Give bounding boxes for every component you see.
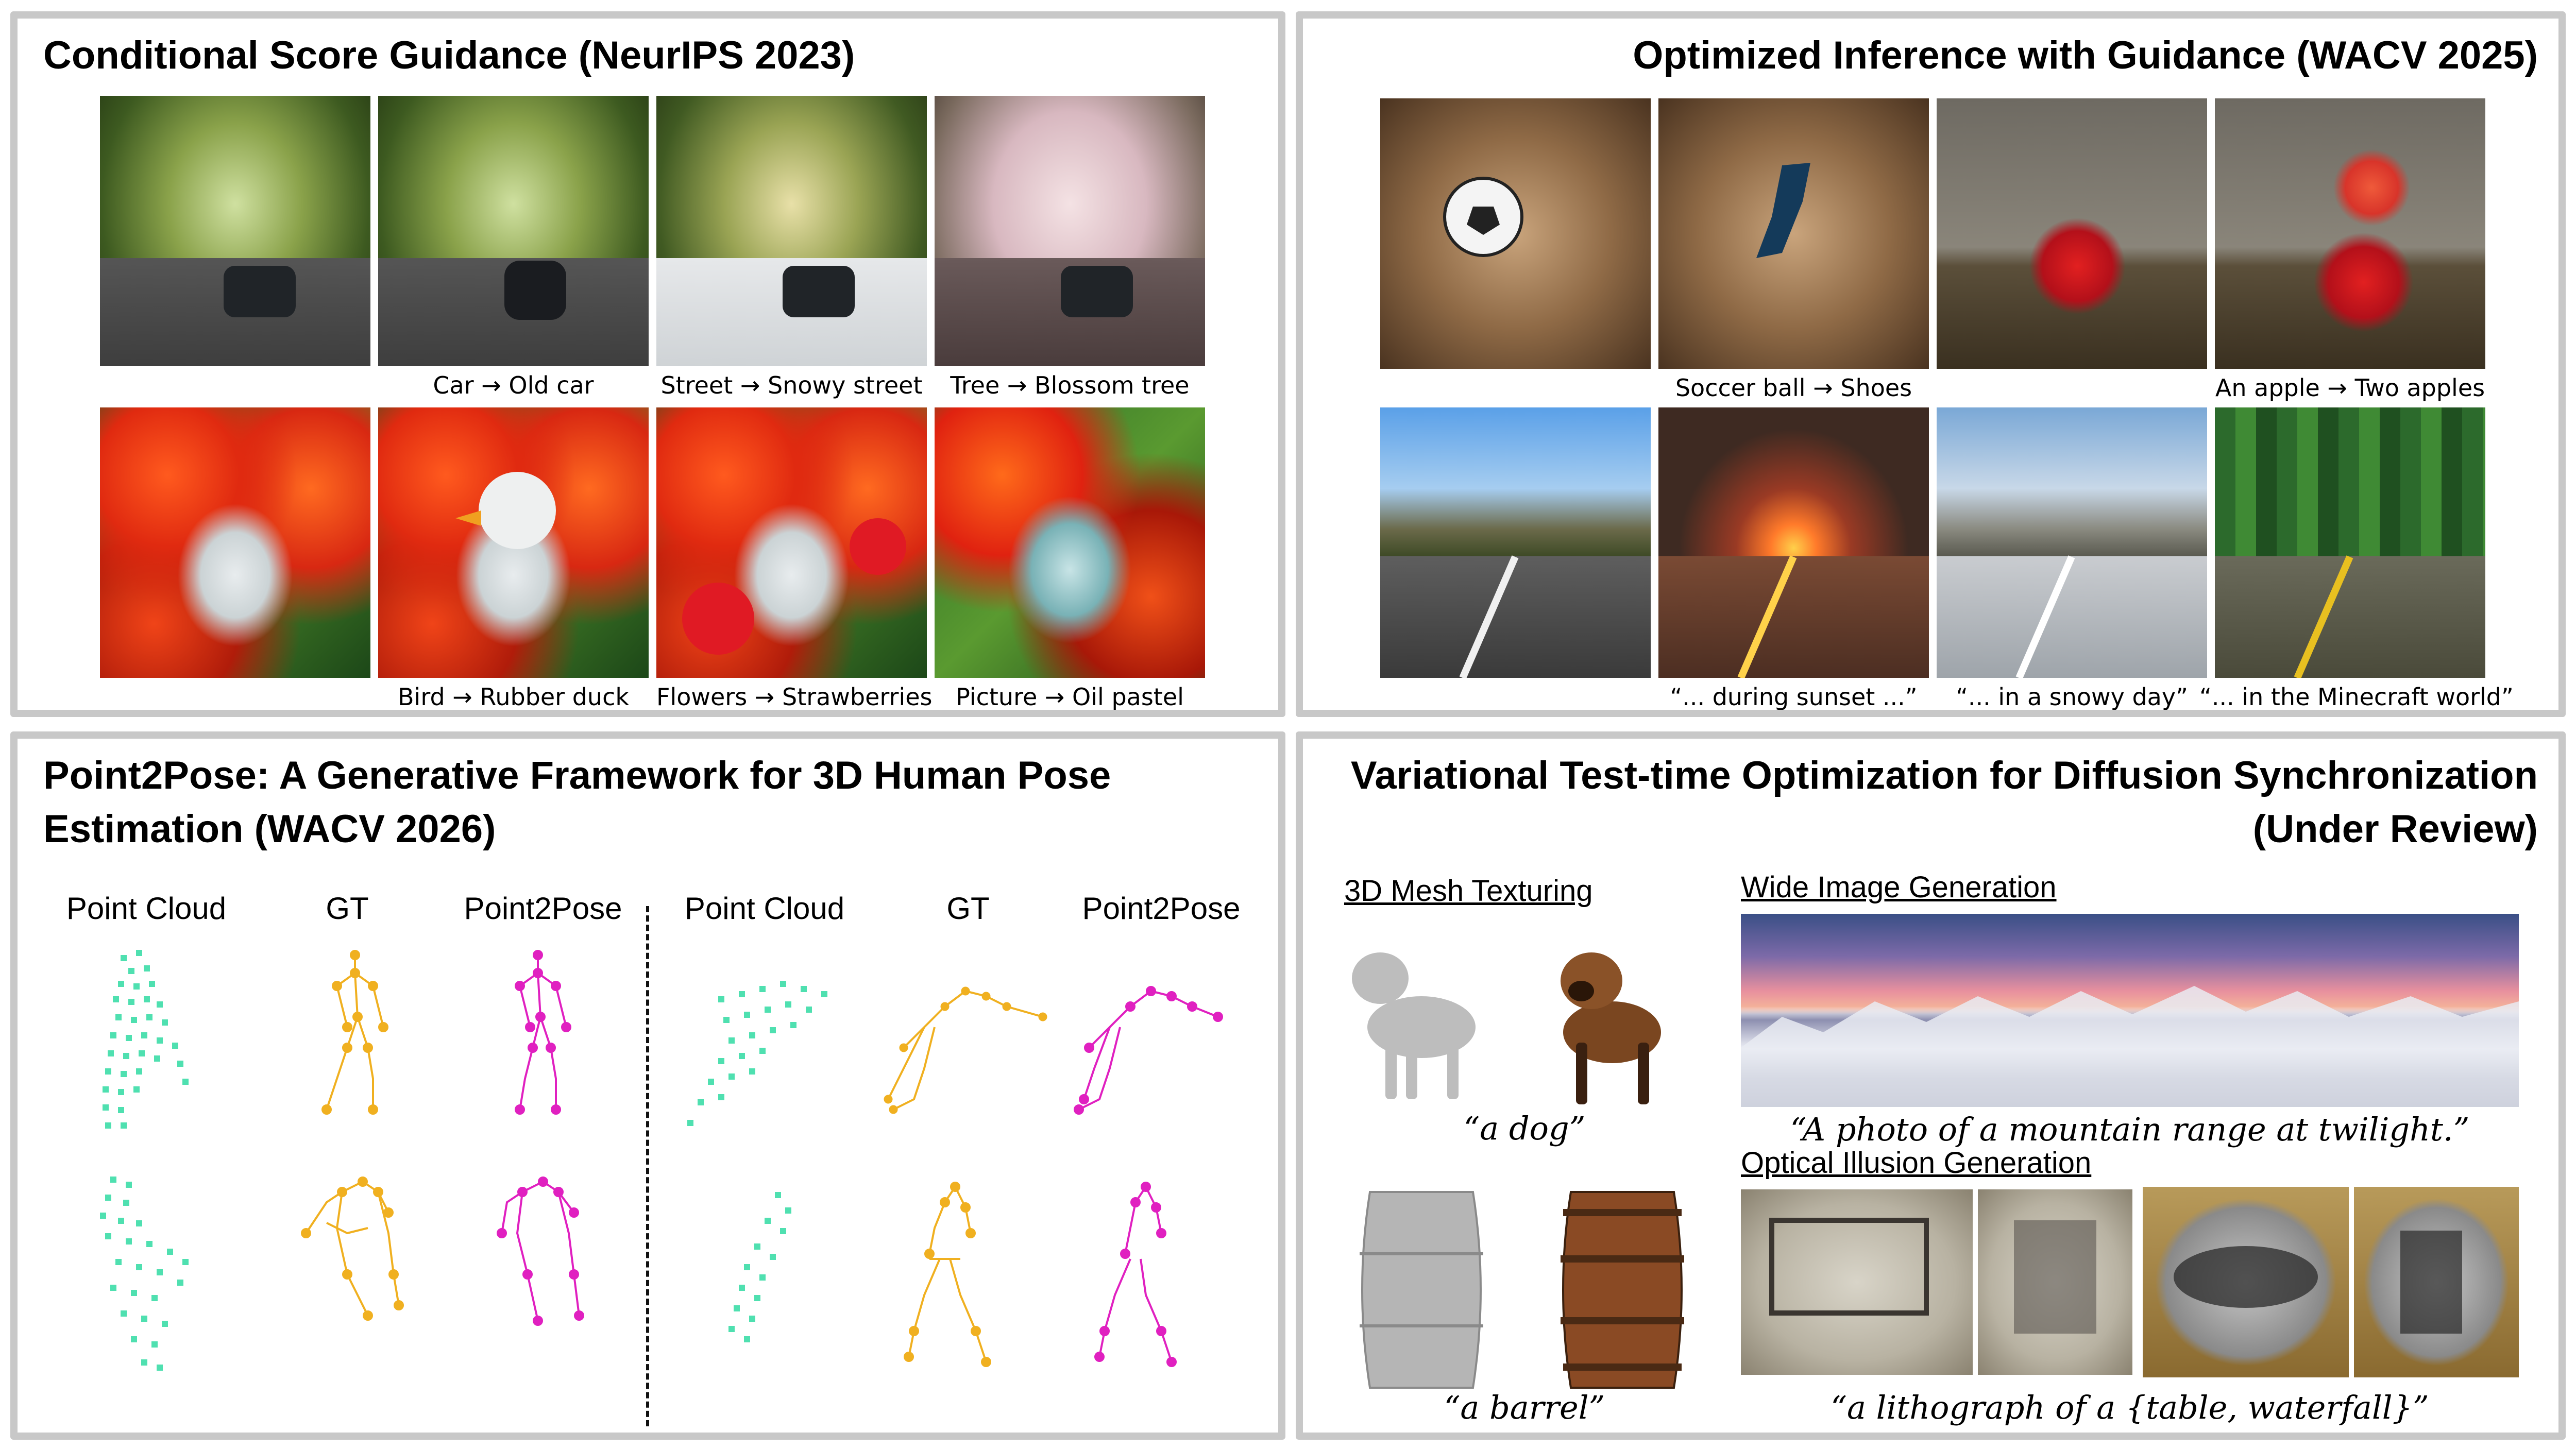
car-original-image	[100, 96, 370, 366]
sketch-framed-waterfall	[2400, 1231, 2462, 1334]
caption-minecraft: “... in the Minecraft world”	[2199, 683, 2514, 711]
snowy-street-image	[656, 96, 927, 366]
column-header-point2pose: Point2Pose	[464, 891, 622, 926]
gt-skeleton-sitting	[301, 1177, 404, 1321]
caption-mountain: “A photo of a mountain range at twilight…	[1790, 1111, 2470, 1148]
road-line	[2015, 555, 2075, 678]
caption-old-car: Car → Old car	[433, 371, 594, 399]
column-header-point-cloud-2: Point Cloud	[684, 891, 845, 926]
point-cloud-standing	[103, 950, 189, 1129]
pred-skeleton-walking	[1094, 1182, 1177, 1367]
caption-barrel: “a barrel”	[1444, 1389, 1605, 1426]
panel-title: Conditional Score Guidance (NeurIPS 2023…	[43, 33, 855, 77]
caption-sunset: “... during sunset ...”	[1670, 683, 1918, 711]
panel-variational-tto: Variational Test-time Optimization for D…	[1296, 731, 2566, 1440]
pred-skeleton-sitting	[497, 1177, 584, 1326]
panel-title-line2: (Under Review)	[2252, 807, 2538, 851]
caption-snowy-day: “... in a snowy day”	[1956, 683, 2188, 711]
car-shape-blossom	[1061, 266, 1133, 317]
panel-title-line1: Variational Test-time Optimization for D…	[1350, 754, 2538, 797]
sketch-framed-table	[2174, 1246, 2318, 1308]
strawberry-overlay	[682, 518, 906, 655]
strawberry-shape	[850, 518, 906, 575]
duck-head	[479, 472, 556, 549]
panel-point2pose: Point2Pose: A Generative Framework for 3…	[10, 731, 1285, 1440]
one-apple-image	[1937, 98, 2207, 369]
panel-conditional-score-guidance: Conditional Score Guidance (NeurIPS 2023…	[10, 11, 1285, 717]
car-shape	[224, 266, 296, 317]
barrel-textured-icon	[1561, 1191, 1684, 1389]
point-cloud-reaching	[687, 981, 827, 1126]
column-header-gt-2: GT	[946, 891, 990, 926]
car-overlays	[224, 261, 1133, 320]
caption-dog: “a dog”	[1463, 1110, 1586, 1147]
caption-rubber-duck: Bird → Rubber duck	[398, 683, 629, 711]
point-cloud-sitting	[100, 1177, 189, 1371]
pred-skeleton-standing	[515, 950, 571, 1115]
road-lines-overlay	[1459, 555, 2353, 678]
barrel-untextured-icon	[1360, 1191, 1483, 1389]
panel-title-line2: Estimation (WACV 2026)	[43, 807, 496, 851]
panel-title: Optimized Inference with Guidance (WACV …	[1633, 33, 2538, 77]
section-optical-illusion: Optical Illusion Generation	[1741, 1146, 2092, 1180]
gt-skeleton-reaching	[884, 986, 1047, 1114]
old-car-shape	[504, 261, 566, 320]
pred-skeleton-reaching	[1074, 986, 1223, 1115]
avenue-original-image	[1380, 407, 1651, 678]
duck-overlay	[455, 472, 556, 549]
dog-textured-icon	[1561, 952, 1661, 1104]
ball-patch	[1467, 207, 1500, 235]
caption-oil-pastel: Picture → Oil pastel	[956, 683, 1184, 711]
litho-sketch-overlay	[1769, 1218, 2462, 1334]
mountain-ridge	[1741, 986, 2519, 1107]
panel-optimized-inference: Optimized Inference with Guidance (WACV …	[1296, 11, 2566, 717]
duck-beak	[455, 510, 481, 526]
mountain-ridge-overlay	[1741, 986, 2519, 1107]
sketch-table	[1769, 1218, 1929, 1316]
avenue-sunset-image	[1658, 407, 1929, 678]
column-header-point-cloud: Point Cloud	[66, 891, 227, 926]
section-mesh-texturing: 3D Mesh Texturing	[1344, 874, 1593, 908]
road-line	[1737, 555, 1797, 678]
caption-two-apples: An apple → Two apples	[2215, 374, 2485, 402]
road-line	[2294, 555, 2353, 678]
caption-lithograph: “a lithograph of a {table, waterfall}”	[1831, 1389, 2429, 1426]
dog-mesh-figures	[1352, 952, 1661, 1104]
sketch-waterfall	[2014, 1220, 2096, 1334]
strawberry-shape	[682, 583, 754, 655]
bird-original-image	[100, 407, 370, 678]
old-car-image	[378, 96, 649, 366]
avenue-minecraft-image	[2215, 407, 2485, 678]
caption-snowy-street: Street → Snowy street	[660, 371, 923, 399]
shoes-image	[1658, 98, 1929, 369]
divider-dashed	[646, 906, 649, 1426]
avenue-snowy-image	[1937, 407, 2207, 678]
gt-skeleton-standing	[321, 950, 388, 1115]
blossom-tree-image	[935, 96, 1205, 366]
two-apples-image	[2215, 98, 2485, 369]
point-cloud-walking	[728, 1192, 791, 1342]
road-line	[1459, 555, 1519, 678]
oil-pastel-image	[935, 407, 1205, 678]
caption-blossom-tree: Tree → Blossom tree	[950, 371, 1190, 399]
caption-strawberries: Flowers → Strawberries	[656, 683, 933, 711]
caption-soccer-shoes: Soccer ball → Shoes	[1675, 374, 1912, 402]
pose-figures	[100, 950, 1223, 1371]
dog-untextured-icon	[1352, 952, 1476, 1099]
ball-shoe-overlay	[1443, 163, 1810, 258]
panel-title-line1: Point2Pose: A Generative Framework for 3…	[43, 754, 1111, 797]
section-wide-image: Wide Image Generation	[1741, 871, 2057, 904]
column-header-point2pose-2: Point2Pose	[1082, 891, 1241, 926]
column-header-gt: GT	[326, 891, 369, 926]
car-shape-snow	[783, 266, 855, 317]
barrel-mesh-figures	[1360, 1191, 1684, 1389]
shoe-shape	[1756, 163, 1810, 258]
gt-skeleton-walking	[904, 1182, 991, 1367]
